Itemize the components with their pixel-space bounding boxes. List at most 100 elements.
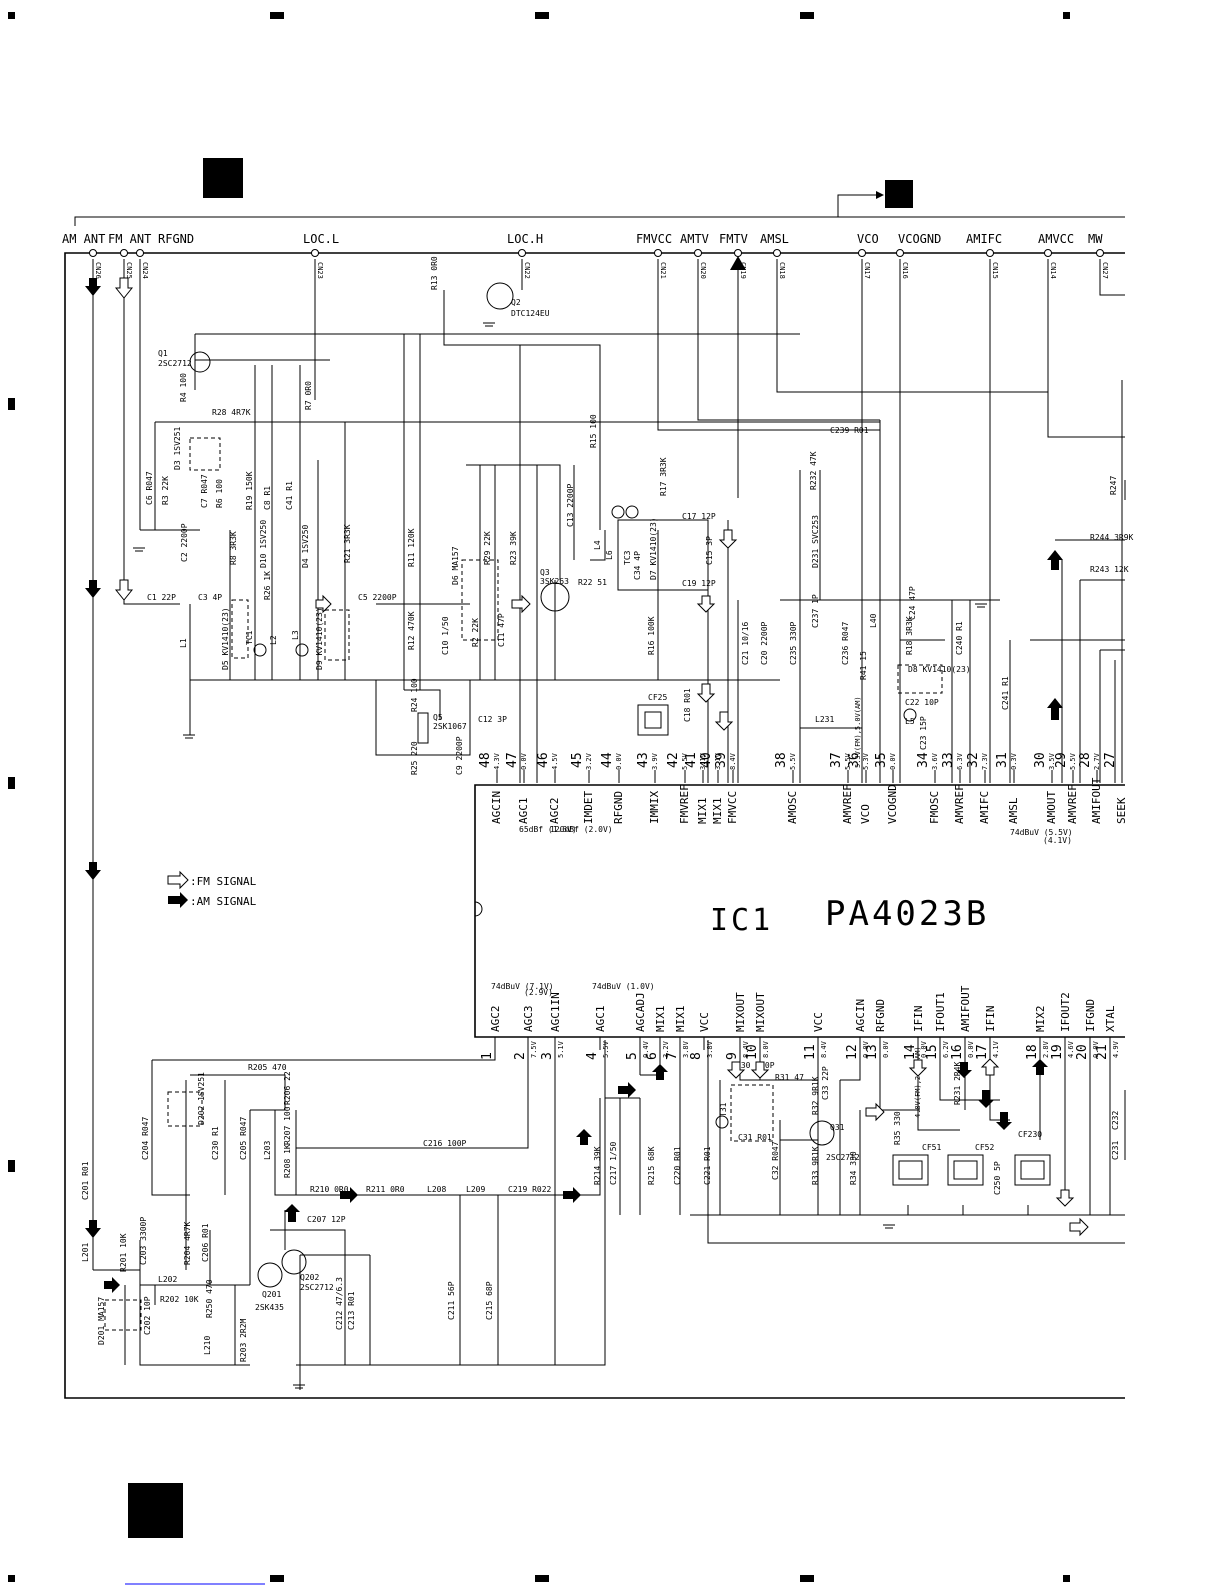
section-marker-block — [203, 158, 243, 198]
connector-pad-cn24 — [136, 249, 144, 257]
c216-label: C216 100P — [423, 1139, 467, 1148]
top-components: Q2 DTC124EU Q1 2SC2712 Q3 3SK263 R22 51 … — [133, 282, 987, 744]
c204-label: C204 R047 — [141, 1116, 150, 1160]
c23-label: C23 15P — [919, 716, 928, 750]
q5-ref: Q5 — [433, 713, 443, 722]
connector-ref-cn26: CN26 — [94, 262, 102, 279]
connector-pad-cn17 — [858, 249, 866, 257]
pin-voltage-44: 0.0V — [615, 752, 623, 770]
pin-name-10: MIXOUT — [754, 992, 767, 1032]
c250-label: C250 5P — [993, 1161, 1002, 1195]
pin-number-31: 31 — [995, 752, 1010, 768]
pin-number-34: 34 — [916, 752, 931, 768]
r210-label: R210 0R0 — [310, 1185, 349, 1194]
connector-pad-cn22 — [518, 249, 526, 257]
pin-number-48: 48 — [478, 752, 493, 768]
pin-voltage-45: 3.2V — [585, 752, 593, 770]
q2-part: DTC124EU — [511, 309, 550, 318]
c230-label: C230 R1 — [211, 1126, 220, 1160]
c24-label: C24 47P — [908, 586, 917, 620]
r12-label: R12 470K — [407, 611, 416, 650]
r211-label: R211 0R0 — [366, 1185, 405, 1194]
pin-name-38: AMOSC — [786, 791, 799, 824]
c202-label: C202 10P — [143, 1296, 152, 1335]
pin-number-36: 36 — [847, 752, 862, 768]
r214-label: R214 39K — [593, 1146, 602, 1185]
pin-number-16: 16 — [950, 1044, 965, 1060]
signal-arrows-bottom — [85, 1058, 1089, 1293]
c2-label: C2 2200P — [180, 523, 189, 562]
destination-marker-block — [885, 180, 913, 208]
r203-label: R203 2R2M — [239, 1318, 248, 1362]
r23-label: R23 39K — [509, 531, 518, 565]
r18-label: R18 3R3K — [905, 616, 914, 655]
r16-label: R16 100K — [647, 616, 656, 655]
connector-pad-cn16 — [896, 249, 904, 257]
connector-label-am-ant: AM ANT — [62, 232, 105, 246]
pin-name-43: IMMIX — [648, 791, 661, 824]
pin-name-2: AGC3 — [522, 1006, 535, 1033]
pin-name-7: MIX1 — [674, 1006, 687, 1033]
pin-name-45: IMDET — [582, 791, 595, 824]
cf230-label: CF230 — [1018, 1130, 1042, 1139]
r3-label: R3 22K — [161, 476, 170, 505]
l3-label: L3 — [291, 630, 300, 640]
connector-label-fmtv: FMTV — [719, 232, 748, 246]
pin-number-11: 11 — [803, 1044, 818, 1060]
pin-voltage-39: 8.4V — [729, 752, 737, 770]
pin-voltage-20: 0.0V — [1092, 1040, 1100, 1058]
pin-number-4: 4 — [585, 1052, 600, 1060]
r34-label: R34 330 — [849, 1151, 858, 1185]
pin-voltage-30: 3.5V — [1048, 752, 1056, 770]
c220-label: C220 R01 — [673, 1146, 682, 1185]
d10-label: D10 1SV250 — [259, 520, 268, 568]
c30-label: C30 200P — [736, 1061, 775, 1070]
pin-name-14: IFIN — [912, 1006, 925, 1033]
board-outline — [64, 252, 1125, 1399]
r215-label: R215 68K — [647, 1146, 656, 1185]
c12-label: C12 3P — [478, 715, 507, 724]
c212-label: C212 47/6.3 — [335, 1277, 344, 1330]
pin-voltage-40: 3.1V — [714, 752, 722, 770]
pin-name-32: AMIFC — [978, 791, 991, 824]
signal-arrows-top — [85, 256, 1063, 880]
header-bracket — [74, 216, 1125, 226]
r2-label: R2 22K — [471, 618, 480, 647]
connector-pad-cn21 — [654, 249, 662, 257]
connector-label-vcognd: VCOGND — [898, 232, 941, 246]
c17-label: C17 12P — [682, 512, 716, 521]
ifin-note: 4.8V(FM),2.2V(AM) — [914, 1046, 922, 1118]
pin-name-34: FMOSC — [928, 791, 941, 824]
q1-ref: Q1 — [158, 349, 168, 358]
note-agc1-bottom: 74dBuV (1.0V) — [592, 982, 655, 991]
r4-label: R4 100 — [179, 373, 188, 402]
connector-ref-cn25: CN25 — [125, 262, 133, 279]
pin-number-17: 17 — [975, 1044, 990, 1060]
c201-label: C201 R01 — [81, 1161, 90, 1200]
q201-ref: Q201 — [262, 1290, 281, 1299]
pin-number-40: 40 — [699, 752, 714, 768]
pin-name-17: IFIN — [984, 1006, 997, 1033]
l208-label: L208 — [427, 1185, 446, 1194]
wiring-top-section — [92, 259, 1126, 1270]
c207-label: C207 12P — [307, 1215, 346, 1224]
pin-name-40: MIX1 — [711, 798, 724, 825]
q1-part: 2SC2712 — [158, 359, 192, 368]
q2-ref: Q2 — [511, 298, 521, 307]
r244-label: R244 3R9K — [1090, 533, 1134, 542]
c34-label: C34 4P — [633, 551, 642, 580]
r26-label: R26 1K — [263, 571, 272, 600]
pin-name-46: AGC2 — [548, 798, 561, 825]
pin-voltage-38: 5.5V — [789, 752, 797, 770]
connector-pad-cn23 — [311, 249, 319, 257]
d5-label: D5 KV1410(23) — [221, 607, 230, 670]
pin-number-33: 33 — [941, 752, 956, 768]
pin-name-6: MIX1 — [654, 1006, 667, 1033]
pin-name-36: VCO — [859, 804, 872, 824]
connector-ref-cn15: CN15 — [991, 262, 999, 279]
c236-label: C236 R047 — [841, 621, 850, 665]
c215-label: C215 68P — [485, 1281, 494, 1320]
pin-name-30: AMOUT — [1045, 791, 1058, 824]
